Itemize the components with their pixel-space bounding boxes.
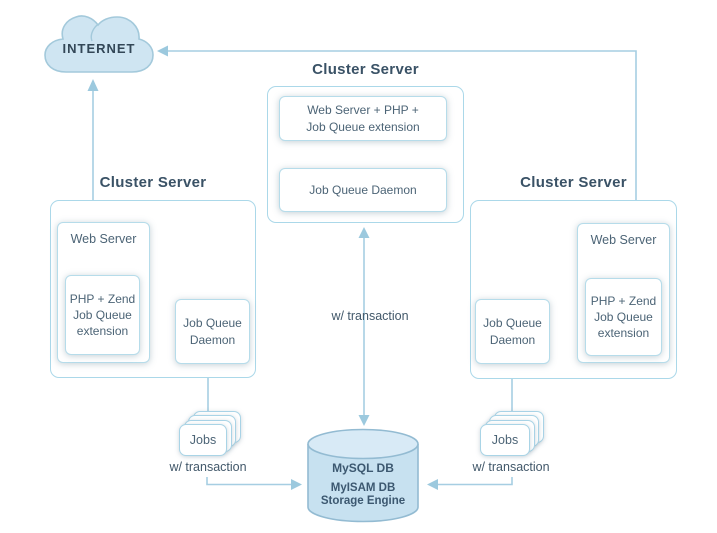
jobs-card-front-left: Jobs	[179, 424, 227, 456]
cluster-title-center: Cluster Server	[312, 61, 419, 78]
jobs-stack-left: Jobs	[179, 410, 241, 457]
center-daemon-box: Job Queue Daemon	[279, 168, 447, 212]
arrowhead-up-icon	[358, 227, 370, 238]
connector-right-jobs-db	[427, 477, 513, 490]
arrowhead-right-icon	[291, 479, 302, 490]
database-name: MySQL DB	[332, 461, 394, 475]
jobs-card-front-right: Jobs	[480, 424, 530, 456]
database-cylinder-icon	[307, 428, 419, 523]
database-engine: MyISAM DB Storage Engine	[320, 482, 406, 508]
left-daemon-box: Job Queue Daemon	[175, 299, 250, 364]
mysql-db-cylinder	[306, 428, 420, 524]
left-web-server-label: Web Server	[70, 232, 137, 246]
connector-left-jobs-db	[206, 477, 302, 490]
cluster-title-left: Cluster Server	[99, 174, 207, 191]
internet-label: INTERNET	[62, 41, 136, 56]
right-web-server-label: Web Server	[590, 233, 657, 247]
transaction-label-right: w/ transaction	[472, 460, 550, 474]
cloud-icon	[44, 15, 154, 73]
center-web-php-box: Web Server + PHP + Job Queue extension	[279, 96, 447, 141]
cluster-title-right: Cluster Server	[520, 174, 627, 191]
arrowhead-up-icon	[87, 79, 99, 91]
connector-center-daemon-db	[358, 227, 370, 426]
database-labels: MySQL DB MyISAM DB Storage Engine	[307, 461, 419, 508]
internet-cloud	[40, 8, 158, 78]
left-php-extension-box: PHP + Zend Job Queue extension	[65, 275, 140, 355]
jobs-stack-right: Jobs	[480, 410, 544, 457]
transaction-label-left: w/ transaction	[169, 460, 247, 474]
arrowhead-left-icon	[427, 479, 438, 490]
right-php-extension-box: PHP + Zend Job Queue extension	[585, 278, 662, 356]
right-daemon-box: Job Queue Daemon	[475, 299, 550, 364]
arrowhead-down-icon	[358, 415, 370, 426]
connector-internet-left-webserver	[87, 79, 99, 220]
transaction-label-center: w/ transaction	[331, 309, 409, 323]
arrowhead-left-icon	[157, 45, 168, 57]
